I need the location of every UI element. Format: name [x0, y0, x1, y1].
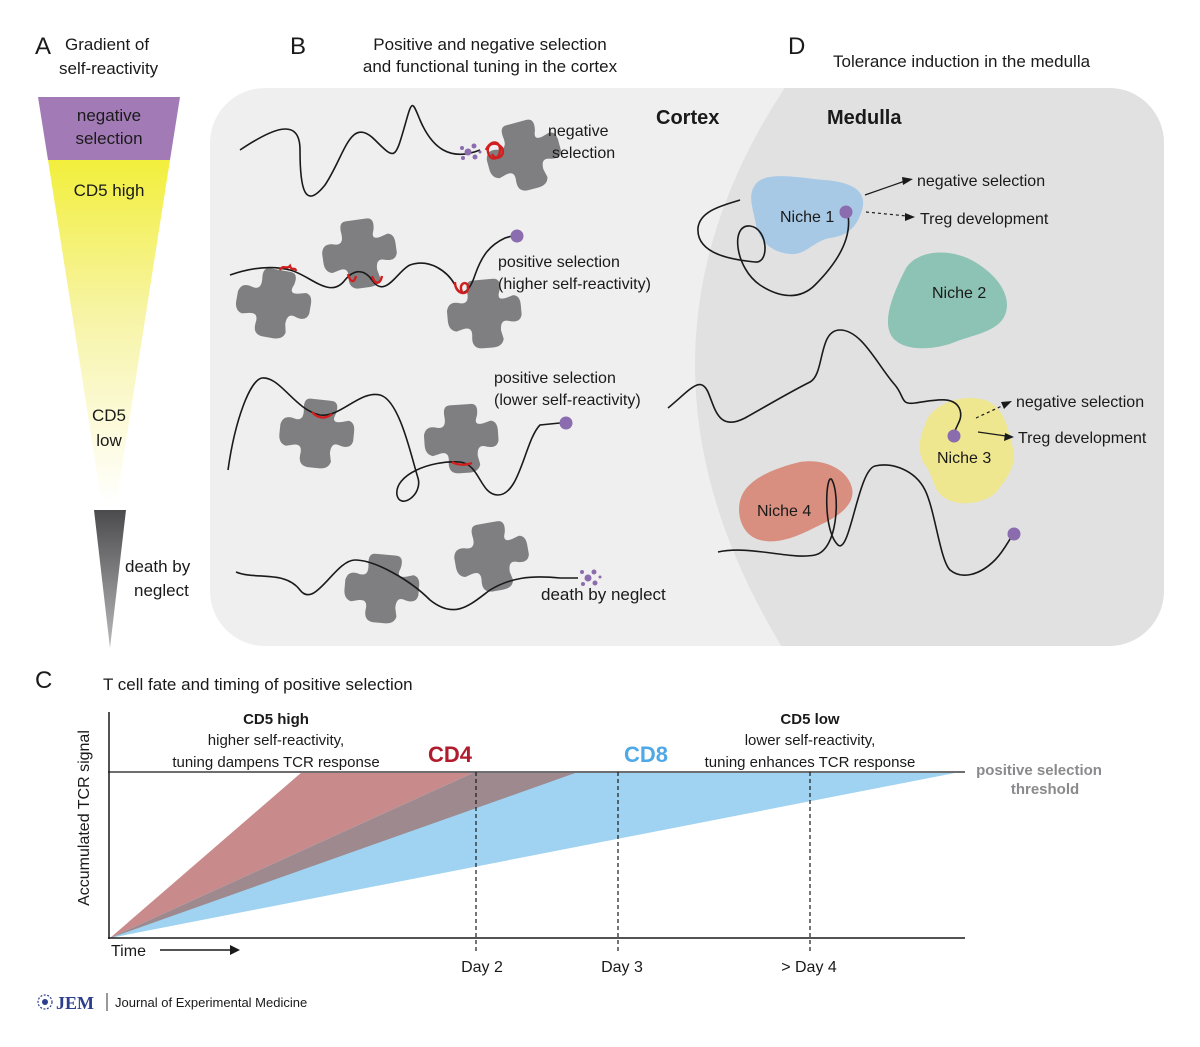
niche-1-label: Niche 1 [780, 209, 834, 226]
tcr-binding-site [484, 141, 505, 160]
positive-selection-low-row: positive selection (lower self-reactivit… [227, 370, 641, 502]
panel-a-title-line2: self-reactivity [59, 59, 159, 78]
panel-d-letter: D [788, 33, 805, 60]
arrow-treg-niche1 [865, 211, 915, 221]
thymocyte-thread-medulla-1 [697, 199, 850, 297]
arrow-negative-selection-niche1 [864, 177, 913, 196]
negative-label-line1: negative [77, 106, 141, 125]
cd8-label: CD8 [624, 742, 668, 767]
thymocyte-thread [239, 104, 481, 197]
thymocyte-thread-medulla-2 [667, 329, 962, 435]
niche-1 [751, 176, 864, 255]
tcr-binding-site [311, 411, 333, 419]
self-reactivity-gradient [48, 160, 170, 505]
cd5-high-desc-line2: tuning dampens TCR response [172, 754, 379, 771]
thymocyte-thread-medulla-3 [717, 464, 1013, 576]
thymocyte-thread [235, 559, 578, 611]
panel-c-letter: C [35, 667, 52, 694]
apoptotic-cell [580, 569, 602, 586]
y-axis-label: Accumulated TCR signal [76, 730, 93, 906]
cd4-cd8-overlap [110, 772, 578, 938]
tcr-binding-site [453, 281, 470, 295]
positive-high-label-line1: positive selection [498, 254, 620, 271]
threshold-label-line1: positive selection [976, 762, 1102, 779]
panel-d-title: Tolerance induction in the medulla [833, 52, 1091, 71]
arrow-negative-selection-niche3 [975, 401, 1012, 419]
cd5-low-heading: CD5 low [780, 711, 840, 728]
thymocyte-cell [1007, 527, 1021, 541]
journal-name: Journal of Experimental Medicine [115, 995, 307, 1010]
niche1-treg-label: Treg development [920, 211, 1049, 228]
panel-d: D Tolerance induction in the medulla Med… [667, 33, 1147, 576]
panel-b: B Positive and negative selection and fu… [227, 33, 719, 627]
tcr-binding-site [451, 460, 473, 466]
medulla-region [695, 88, 1164, 646]
thymocyte-thread [227, 377, 561, 502]
panel-c-title: T cell fate and timing of positive selec… [103, 675, 413, 694]
panel-b-title-line2: and functional tuning in the cortex [363, 57, 618, 76]
cd8-region [110, 772, 960, 938]
medulla-label: Medulla [827, 107, 902, 129]
cd5-high-desc-line1: higher self-reactivity, [208, 732, 344, 749]
day2-label: Day 2 [461, 959, 503, 976]
death-by-neglect-label: death by neglect [541, 585, 666, 604]
arrow-treg-niche3 [977, 431, 1014, 441]
cd5-high-label: CD5 high [74, 181, 145, 200]
thymocyte-cell [839, 205, 853, 219]
jem-logo-icon [37, 994, 53, 1010]
niche-2 [887, 252, 1007, 349]
panel-a-letter: A [35, 33, 51, 60]
time-arrow [160, 945, 240, 955]
tcr-binding-site [370, 275, 384, 284]
niche-3-label: Niche 3 [937, 450, 991, 467]
threshold-label-line2: threshold [1011, 781, 1079, 798]
death-label-line2: neglect [134, 581, 189, 600]
niche3-treg-label: Treg development [1018, 430, 1147, 447]
negative-selection-label-line2: selection [552, 145, 615, 162]
niche1-negative-selection-label: negative selection [917, 173, 1045, 190]
niche3-negative-selection-label: negative selection [1016, 394, 1144, 411]
day3-label: Day 3 [601, 959, 643, 976]
panel-b-title-line1: Positive and negative selection [373, 35, 606, 54]
jem-logo-text: JEM [56, 993, 94, 1013]
thymocyte-thread [229, 235, 513, 294]
negative-selection-label-line1: negative [548, 123, 609, 140]
death-by-neglect-row: death by neglect [235, 516, 666, 627]
apoptotic-cell [460, 143, 482, 160]
panel-c: C T cell fate and timing of positive sel… [35, 667, 1102, 976]
negative-label-line2: selection [75, 129, 142, 148]
positive-selection-high-row: positive selection (higher self-reactivi… [229, 214, 651, 352]
thymocyte-cell [559, 416, 573, 430]
negative-selection-band [38, 97, 180, 160]
cd5-high-heading: CD5 high [243, 711, 309, 728]
panel-a: A Gradient of self-reactivity negative s… [35, 33, 191, 648]
tcr-binding-site [278, 263, 298, 272]
niche-4 [739, 461, 853, 542]
panel-b-letter: B [290, 33, 306, 60]
tcr-binding-site [346, 273, 358, 283]
thymocyte-cell [947, 429, 961, 443]
thymocyte-cell [510, 229, 524, 243]
cortex-label: Cortex [656, 107, 719, 129]
day4-label: > Day 4 [781, 959, 837, 976]
cd5-low-label-line1: CD5 [92, 406, 126, 425]
positive-low-label-line2: (lower self-reactivity) [494, 392, 641, 409]
niche-3 [919, 397, 1015, 504]
positive-high-label-line2: (higher self-reactivity) [498, 276, 651, 293]
death-by-neglect-wedge [94, 510, 126, 648]
niche-2-label: Niche 2 [932, 285, 986, 302]
footer: JEM Journal of Experimental Medicine [37, 993, 307, 1013]
positive-low-label-line1: positive selection [494, 370, 616, 387]
cd5-low-label-line2: low [96, 431, 122, 450]
niche-4-label: Niche 4 [757, 503, 811, 520]
x-axis-label: Time [111, 943, 146, 960]
negative-selection-row: negative selection [239, 104, 615, 199]
death-label-line1: death by [125, 557, 191, 576]
cd5-low-desc-line1: lower self-reactivity, [745, 732, 876, 749]
cd4-label: CD4 [428, 742, 473, 767]
cd5-low-desc-line2: tuning enhances TCR response [705, 754, 916, 771]
panel-a-title-line1: Gradient of [65, 35, 149, 54]
